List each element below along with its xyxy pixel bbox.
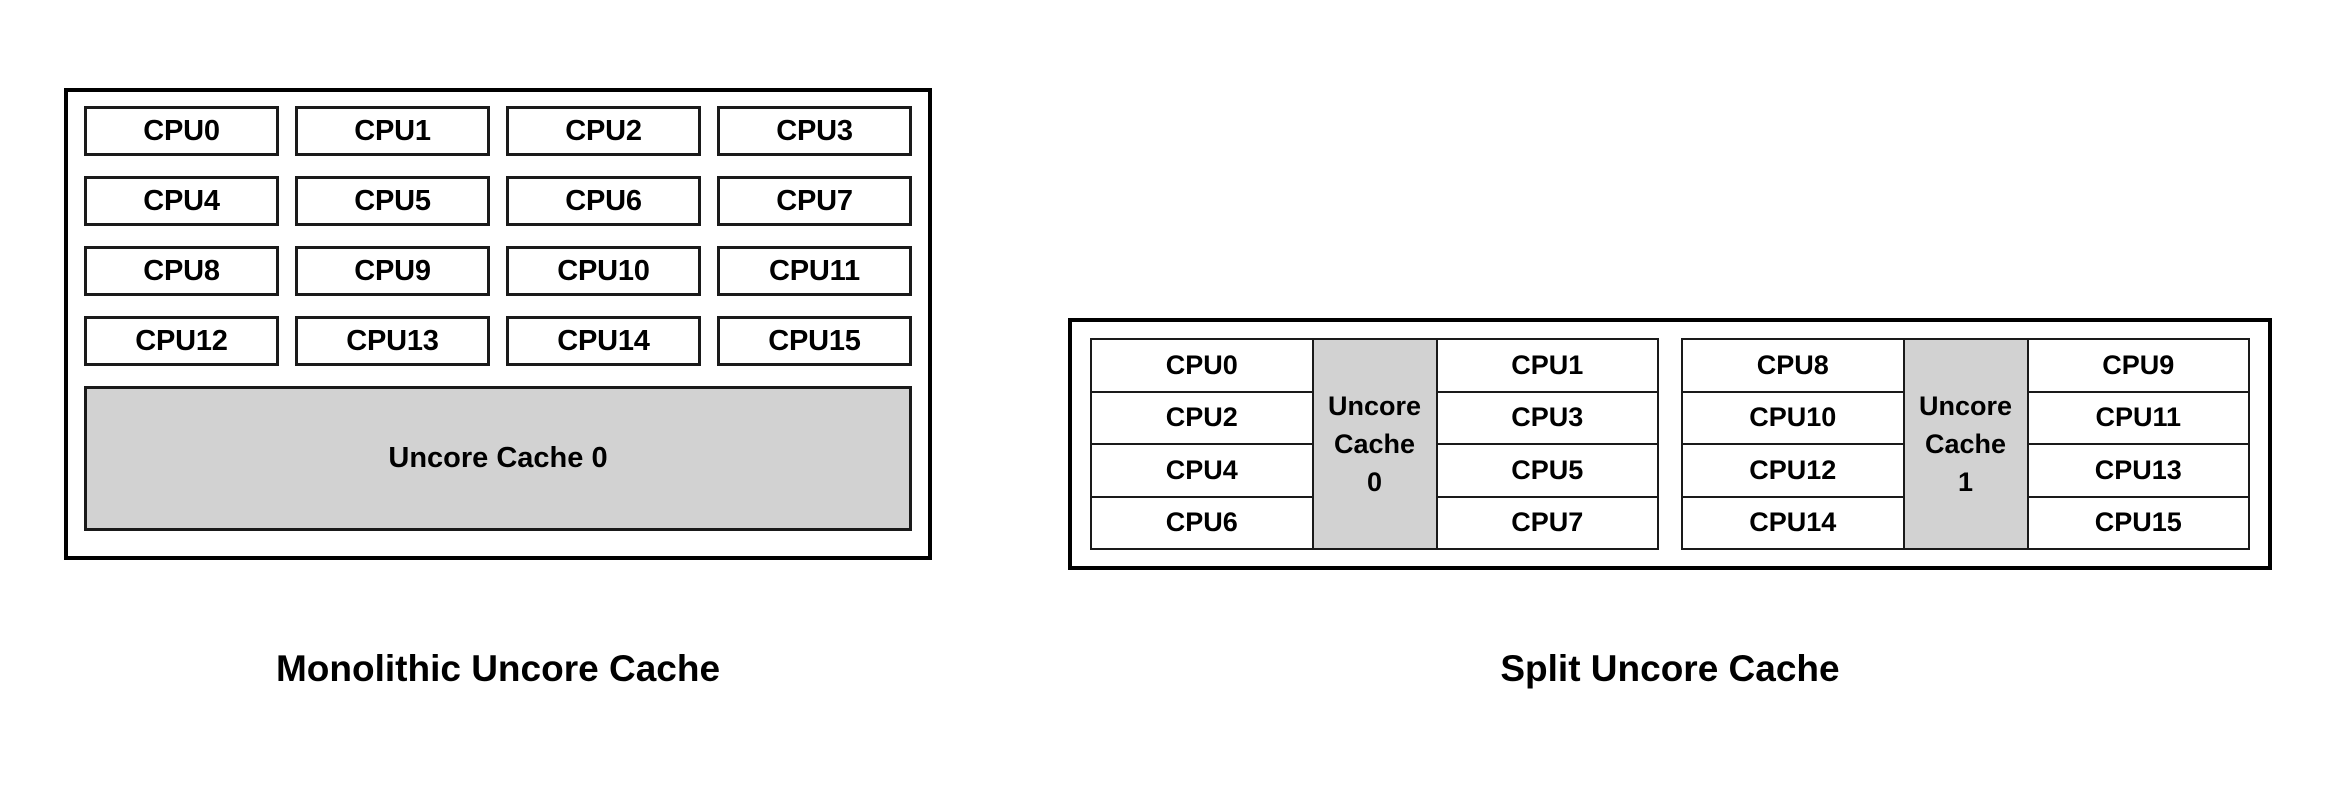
cpu-box: CPU12	[1683, 445, 1903, 498]
cpu-box: CPU15	[2028, 497, 2248, 548]
cpu-box: CPU5	[295, 176, 490, 226]
cpu-box: CPU14	[506, 316, 701, 366]
cpu-box: CPU9	[295, 246, 490, 296]
monolithic-uncore-cache-figure: CPU0 CPU1 CPU2 CPU3 CPU4 CPU5 CPU6 CPU7 …	[64, 88, 932, 560]
cpu-column-left: CPU8 CPU10 CPU12 CPU14	[1683, 340, 1903, 548]
cpu-box: CPU8	[1683, 340, 1903, 393]
cpu-column-left: CPU0 CPU2 CPU4 CPU6	[1092, 340, 1312, 548]
cpu-box: CPU6	[506, 176, 701, 226]
cpu-box: CPU0	[84, 106, 279, 156]
cpu-box: CPU2	[506, 106, 701, 156]
cpu-row: CPU12 CPU13 CPU14 CPU15	[84, 316, 912, 366]
uncore-label-line3: 1	[1957, 467, 1974, 498]
cpu-cluster-0: CPU0 CPU2 CPU4 CPU6 Uncore Cache 0 CPU1 …	[1090, 338, 1659, 550]
cpu-box: CPU15	[717, 316, 912, 366]
monolithic-caption: Monolithic Uncore Cache	[275, 648, 721, 689]
cpu-box: CPU0	[1092, 340, 1312, 393]
cpu-box: CPU13	[295, 316, 490, 366]
cpu-box: CPU8	[84, 246, 279, 296]
cpu-box: CPU9	[2028, 340, 2248, 393]
cpu-box: CPU12	[84, 316, 279, 366]
cpu-box: CPU7	[717, 176, 912, 226]
cpu-column-right: CPU1 CPU3 CPU5 CPU7	[1437, 340, 1657, 548]
cpu-box: CPU1	[1437, 340, 1657, 393]
split-uncore-cache-figure: CPU0 CPU2 CPU4 CPU6 Uncore Cache 0 CPU1 …	[1068, 318, 2272, 570]
cpu-cluster-1: CPU8 CPU10 CPU12 CPU14 Uncore Cache 1 CP…	[1681, 338, 2250, 550]
cpu-box: CPU13	[2028, 445, 2248, 498]
cpu-row: CPU8 CPU9 CPU10 CPU11	[84, 246, 912, 296]
cpu-box: CPU6	[1092, 497, 1312, 548]
split-package-boundary: CPU0 CPU2 CPU4 CPU6 Uncore Cache 0 CPU1 …	[1068, 318, 2272, 570]
cpu-box: CPU14	[1683, 497, 1903, 548]
uncore-cache-block: Uncore Cache 0	[1311, 340, 1438, 548]
uncore-label-line2: Cache	[1924, 428, 2007, 459]
monolithic-package-boundary: CPU0 CPU1 CPU2 CPU3 CPU4 CPU5 CPU6 CPU7 …	[64, 88, 932, 560]
cpu-column-right: CPU9 CPU11 CPU13 CPU15	[2028, 340, 2248, 548]
cpu-box: CPU11	[717, 246, 912, 296]
cpu-box: CPU11	[2028, 392, 2248, 445]
cpu-box: CPU3	[717, 106, 912, 156]
cpu-box: CPU2	[1092, 392, 1312, 445]
cpu-row: CPU0 CPU1 CPU2 CPU3	[84, 106, 912, 156]
cpu-box: CPU4	[1092, 445, 1312, 498]
cpu-box: CPU5	[1437, 445, 1657, 498]
cpu-box: CPU3	[1437, 392, 1657, 445]
cpu-box: CPU4	[84, 176, 279, 226]
uncore-label-line2: Cache	[1333, 428, 1416, 459]
cpu-box: CPU10	[506, 246, 701, 296]
cpu-row: CPU4 CPU5 CPU6 CPU7	[84, 176, 912, 226]
uncore-label-line3: 0	[1366, 467, 1383, 498]
uncore-label-line1: Uncore	[1327, 390, 1422, 421]
cpu-box: CPU1	[295, 106, 490, 156]
uncore-cache-block: Uncore Cache 0	[84, 386, 912, 531]
uncore-cache-block: Uncore Cache 1	[1902, 340, 2029, 548]
cpu-box: CPU7	[1437, 497, 1657, 548]
uncore-label-line1: Uncore	[1918, 390, 2013, 421]
cpu-box: CPU10	[1683, 392, 1903, 445]
split-caption: Split Uncore Cache	[1500, 648, 1840, 689]
